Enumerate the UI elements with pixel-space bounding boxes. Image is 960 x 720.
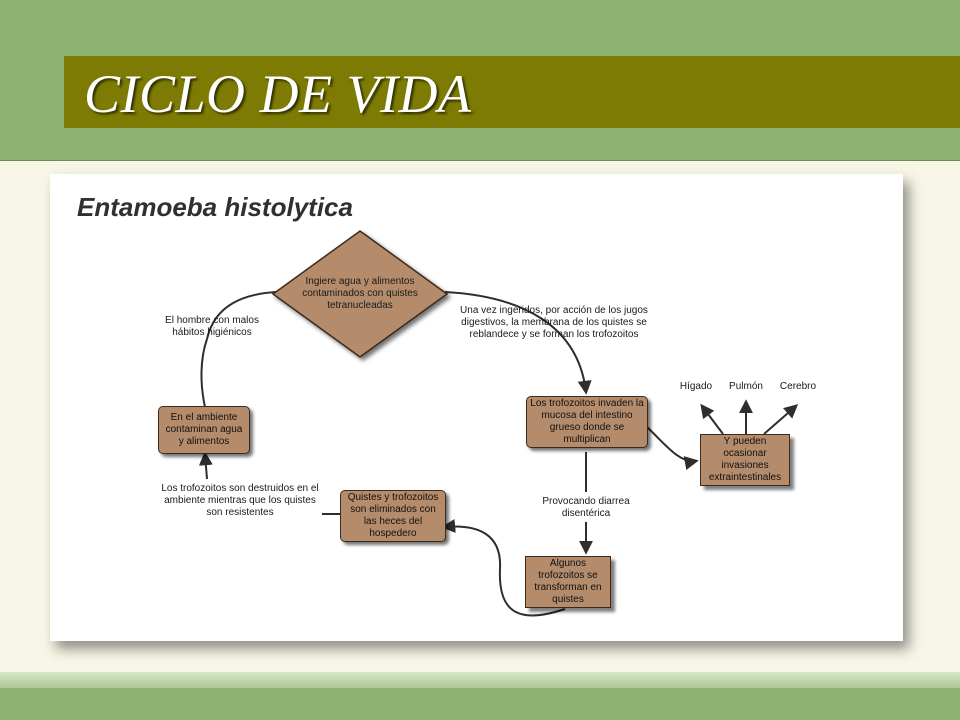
slide-title: CICLO DE VIDA xyxy=(84,64,472,124)
habits-label: El hombre con malos hábitos higiénicos xyxy=(165,315,259,338)
arrow-destroyed-to-environment xyxy=(198,451,213,480)
diamond-label: Ingiere agua y alimentos contaminados co… xyxy=(302,276,418,311)
arrow-invasion-to-extraintestinal xyxy=(646,426,699,470)
organ-lung: Pulmón xyxy=(729,381,763,392)
organ-brain: Cerebro xyxy=(779,381,817,392)
arrow-transform-to-elimination xyxy=(441,519,566,617)
arrow-to-liver xyxy=(700,403,724,435)
diarrhea-label: Provocando diarrea disentérica xyxy=(542,496,630,519)
title-bar xyxy=(64,56,960,128)
diagram-title: Entamoeba histolytica xyxy=(77,192,353,222)
destroyed-label: Los trofozoitos son destruidos en el amb… xyxy=(161,483,319,518)
line-habits-to-diamond xyxy=(206,291,277,340)
extraintestinal-node: Y pueden ocasionar invasiones extraintes… xyxy=(700,434,790,486)
invasion-node: Los trofozoitos invaden la mucosa del in… xyxy=(526,396,648,448)
arrow-to-brain xyxy=(763,404,799,435)
ingestion-diamond xyxy=(271,230,449,358)
footer-band xyxy=(0,688,960,720)
transform-node: Algunos trofozoitos se transforman en qu… xyxy=(525,556,611,608)
organ-liver: Hígado xyxy=(679,381,713,392)
elimination-node: Quistes y trofozoitos son eliminados con… xyxy=(340,490,446,542)
life-cycle-figure: Entamoeba histolytica Ingiere agua y ali… xyxy=(50,174,903,641)
diagram-canvas xyxy=(198,230,799,617)
arrow-environment-to-diamond xyxy=(200,338,208,408)
ingestion-label: Una vez ingeridos, por acción de los jug… xyxy=(460,305,648,340)
environment-node: En el ambiente contaminan agua y aliment… xyxy=(158,406,250,454)
arrow-diamond-to-invasion xyxy=(444,291,592,395)
header-divider xyxy=(0,160,960,161)
footer-glow xyxy=(0,672,960,690)
